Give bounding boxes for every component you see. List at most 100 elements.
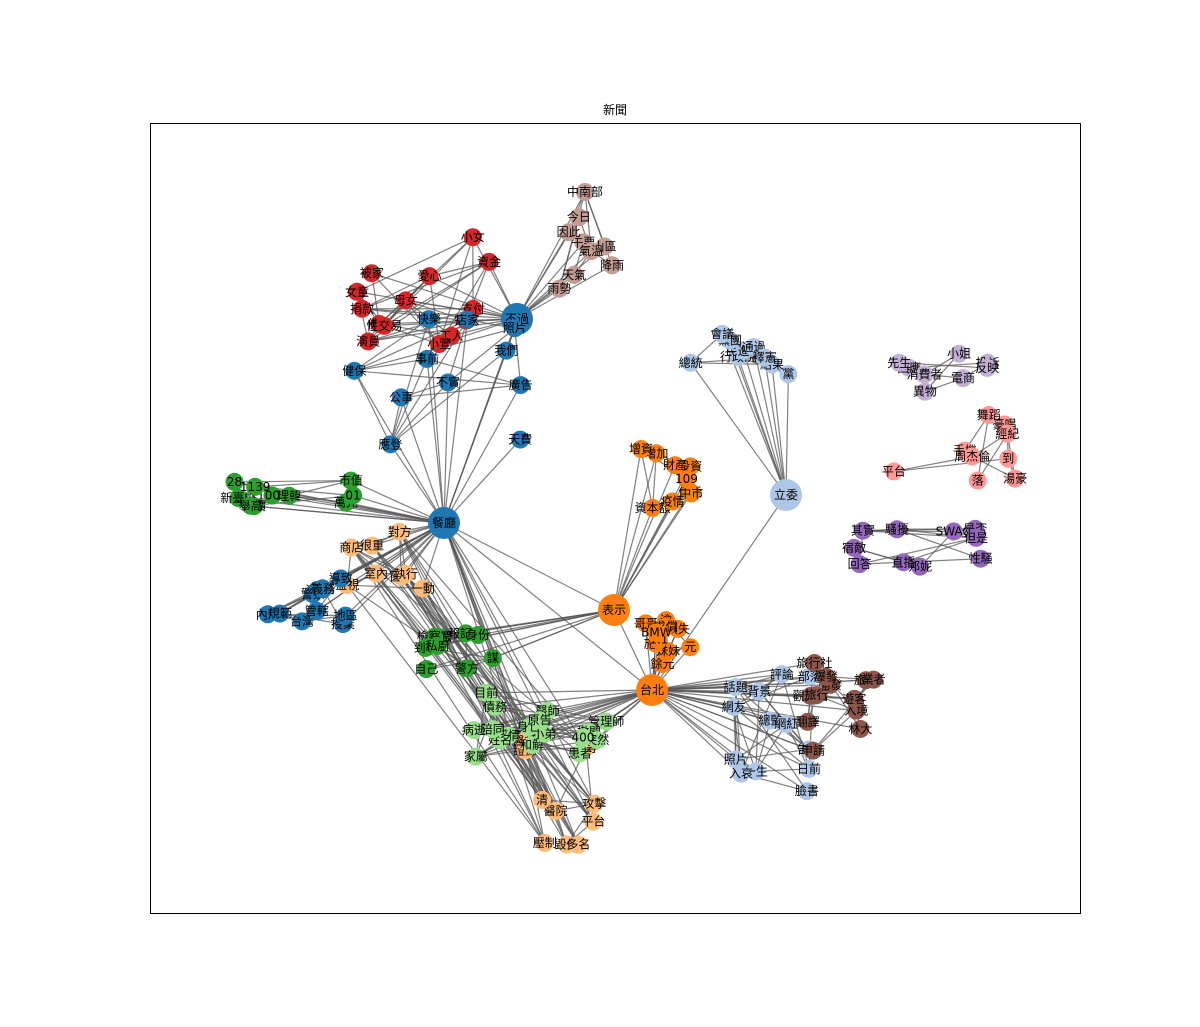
node: 很重 xyxy=(360,536,384,555)
edge-328 xyxy=(426,609,615,670)
edge-189 xyxy=(250,505,445,524)
edge-93 xyxy=(443,382,449,524)
node-label-67: 中市 xyxy=(679,485,703,500)
node-circle-24 xyxy=(375,316,394,335)
hub-node: 台北 xyxy=(636,674,668,706)
edge-137 xyxy=(977,414,990,481)
node-label-137: 元 xyxy=(684,640,696,654)
node-label-34: 不實 xyxy=(436,374,460,389)
edge-412 xyxy=(539,689,653,721)
edge-23 xyxy=(438,237,474,345)
node-label-24: 性交易 xyxy=(366,318,402,333)
node-label-122: 管轄 xyxy=(305,603,329,618)
node: 健保 xyxy=(342,361,366,380)
node: 導致 xyxy=(329,569,353,588)
node: 女童 xyxy=(345,282,369,301)
edge-68 xyxy=(356,291,518,320)
node: 公事 xyxy=(389,388,413,407)
node: 私廚 xyxy=(426,636,450,655)
node-circle-78 xyxy=(280,486,299,505)
node: 平台 xyxy=(882,462,906,481)
node-circle-154 xyxy=(483,720,502,739)
edge-172 xyxy=(289,479,352,497)
node-label-166: 網友 xyxy=(722,700,746,714)
hub-node: 餐廳 xyxy=(428,507,460,539)
node-circle-161 xyxy=(726,750,745,769)
node-circle-6 xyxy=(569,208,588,227)
node: 警方 xyxy=(455,659,479,678)
node: 會議 xyxy=(710,324,734,343)
node-circle-93 xyxy=(967,528,986,547)
node-label-157: 400 xyxy=(571,730,594,744)
node-circle-30 xyxy=(418,349,437,368)
edge-175 xyxy=(350,480,445,524)
node-circle-176 xyxy=(864,670,883,689)
node: 病逝 xyxy=(462,721,486,740)
node: 多名 xyxy=(566,835,590,854)
node-label-101: 一動 xyxy=(411,581,435,595)
edge-262 xyxy=(524,740,594,823)
node-circle-183 xyxy=(807,686,826,705)
node-circle-131 xyxy=(428,636,447,655)
node-circle-12 xyxy=(559,223,578,242)
node: 理韓 xyxy=(277,486,301,505)
node: 先生 xyxy=(887,353,911,372)
node-circle-122 xyxy=(307,601,326,620)
edge-71 xyxy=(354,318,430,372)
node: 業者 xyxy=(862,670,886,689)
node-circle-101 xyxy=(413,579,432,598)
node-circle-100 xyxy=(396,564,415,583)
node-label-154: 陪同 xyxy=(481,721,505,736)
node: 母女 xyxy=(394,291,418,310)
node-circle-69 xyxy=(647,444,666,463)
node-circle-168 xyxy=(800,759,819,778)
node-label-145: 管理師 xyxy=(588,714,624,729)
node: 家屬 xyxy=(464,747,488,766)
node: 黨 xyxy=(779,365,798,384)
node: 因此 xyxy=(557,223,581,242)
node: 小女 xyxy=(461,228,485,247)
node-label-143: 目前 xyxy=(474,685,498,700)
node-circle-55 xyxy=(890,353,909,372)
node-label-113: 台灣 xyxy=(290,613,314,628)
node-circle-82 xyxy=(344,486,363,505)
node-label-116: 地區 xyxy=(334,609,358,623)
node-circle-20 xyxy=(420,267,439,286)
node-circle-59 xyxy=(968,471,987,490)
edge-147 xyxy=(652,453,657,508)
node: 落 xyxy=(968,471,987,490)
node-circle-2 xyxy=(598,594,630,626)
node-circle-18 xyxy=(359,332,378,351)
node-circle-128 xyxy=(468,626,487,645)
edge-302 xyxy=(279,613,344,625)
node-label-124: 警方 xyxy=(455,660,479,675)
edge-220 xyxy=(350,547,543,801)
node: 患者 xyxy=(568,744,592,763)
node: 店家 xyxy=(455,310,479,329)
node-label-167: 背景 xyxy=(747,684,771,698)
node: 照片 xyxy=(724,750,748,769)
edge-474 xyxy=(651,689,814,752)
node: 釋憲 xyxy=(753,348,777,367)
node-label-102: 平台 xyxy=(581,814,605,829)
edge-155 xyxy=(613,493,692,611)
node-label-15: 小女 xyxy=(461,229,485,244)
node: 疫情 xyxy=(661,492,685,511)
node: 遊客 xyxy=(842,689,866,708)
node-label-73: 109 xyxy=(675,472,698,486)
node-circle-92 xyxy=(850,555,869,574)
node: 日前 xyxy=(797,759,821,778)
edge-161 xyxy=(613,464,676,611)
node: 舉高 xyxy=(239,496,263,515)
node-label-6: 今日 xyxy=(567,209,591,224)
node-circle-170 xyxy=(777,715,796,734)
node-label-161: 照片 xyxy=(724,752,748,766)
node-circle-62 xyxy=(1006,469,1025,488)
node-layer: 餐廳不過表示台北立委山區今日降雨午要中南部氣溫天氣因此雨勢工人小女小萱佛山演員被… xyxy=(220,182,1027,854)
edge-27 xyxy=(356,236,474,293)
edge-100 xyxy=(443,384,522,524)
node-label-75: 28 xyxy=(227,475,242,489)
node-circle-65 xyxy=(643,498,662,517)
node: 一動 xyxy=(411,579,435,598)
edge-459 xyxy=(651,673,782,691)
